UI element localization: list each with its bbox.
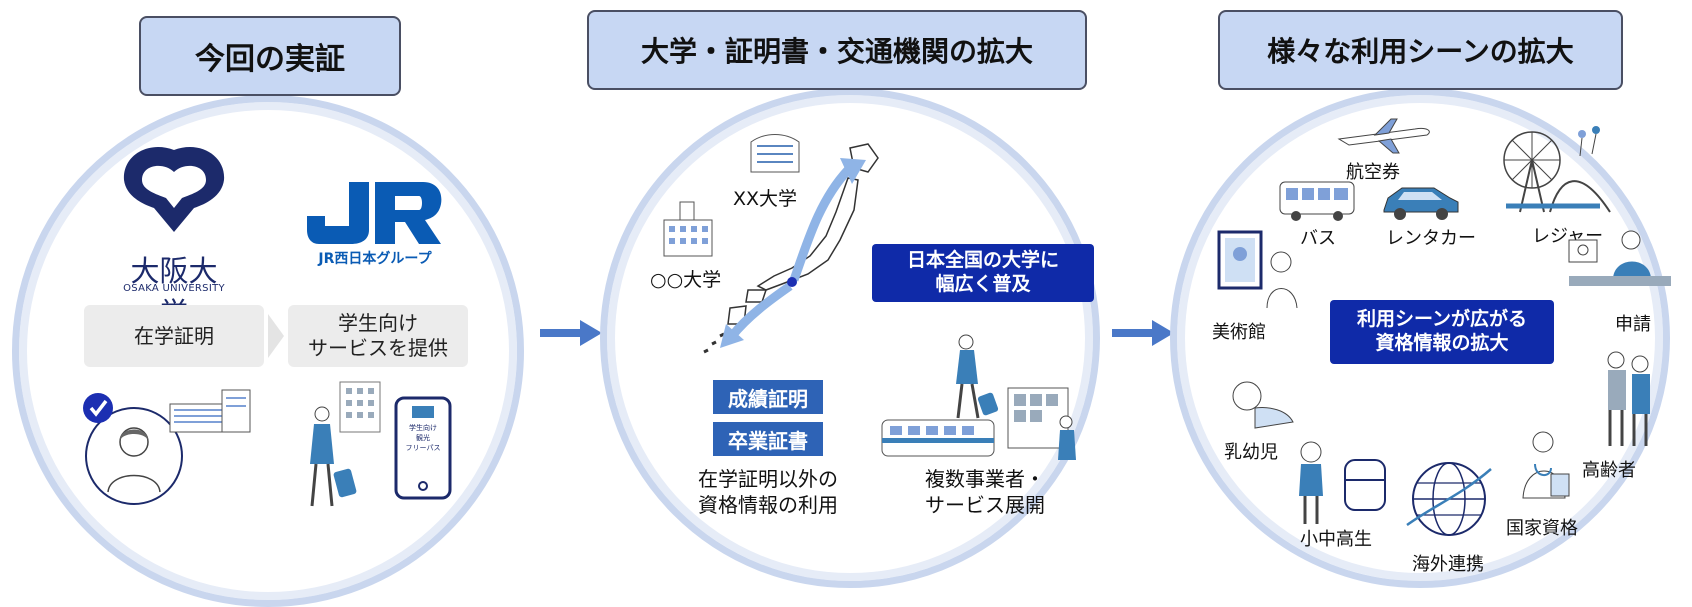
- arrow-right-icon: [540, 320, 602, 346]
- label-elderly: 高齢者: [1582, 460, 1636, 481]
- other-qualification-label: 在学証明以外の 資格情報の利用: [698, 467, 838, 517]
- museum-painting-icon: [1217, 230, 1298, 309]
- graduation-certificate-tag: 卒業証書: [713, 422, 823, 456]
- label-national-qualification: 国家資格: [1506, 518, 1578, 539]
- label-infant: 乳幼児: [1224, 442, 1278, 463]
- usage-expansion-tag: 利用シーンが広がる 資格情報の拡大: [1330, 300, 1554, 364]
- verified-student-icon: [83, 389, 251, 505]
- label-application: 申請: [1615, 314, 1651, 335]
- label-bus: バス: [1300, 228, 1336, 249]
- student-service-box: 学生向け サービスを提供: [288, 305, 468, 367]
- university-name-en: OSAKA UNIVERSITY: [123, 283, 225, 294]
- leisure-ferris-wheel-icon: [1503, 126, 1611, 213]
- rental-car-icon: [1383, 187, 1459, 220]
- section3-title: 様々な利用シーンの拡大: [1218, 10, 1623, 90]
- jr-group-name: JR西日本グループ: [318, 251, 432, 267]
- students-backpack-icon: [1299, 441, 1386, 524]
- multi-operator-label: 複数事業者・ サービス展開: [925, 467, 1045, 517]
- infant-icon: [1232, 381, 1294, 429]
- section1-title: 今回の実証: [139, 16, 401, 96]
- svg-text:観光: 観光: [416, 433, 430, 442]
- globe-icon: [1406, 462, 1492, 536]
- label-museum: 美術館: [1212, 322, 1266, 343]
- label-oo-university: ○○大学: [650, 269, 722, 291]
- grades-certificate-tag: 成績証明: [713, 380, 823, 414]
- label-xx-university: XX大学: [733, 188, 798, 210]
- arrow-right-icon: [1112, 320, 1174, 346]
- enrollment-certificate-box: 在学証明: [84, 305, 264, 367]
- label-overseas: 海外連携: [1412, 554, 1484, 575]
- label-rental-car: レンタカー: [1386, 228, 1476, 249]
- label-airline-ticket: 航空券: [1346, 162, 1400, 183]
- section2-title: 大学・証明書・交通機関の拡大: [587, 10, 1087, 90]
- bus-icon: [1279, 181, 1355, 221]
- svg-text:学生向け: 学生向け: [409, 423, 437, 432]
- traveler-phone-icon: 学生向け 観光 フリーパス: [310, 381, 452, 507]
- chevron-right-icon: [268, 314, 284, 358]
- nationwide-spread-tag: 日本全国の大学に 幅広く普及: [872, 244, 1094, 302]
- label-students: 小中高生: [1300, 529, 1372, 550]
- university-tower-icon: [663, 201, 713, 257]
- jr-logo-icon: [307, 182, 442, 244]
- svg-text:フリーパス: フリーパス: [406, 444, 441, 452]
- train-shop-icon: [881, 334, 1076, 460]
- japan-map-icon: [703, 143, 879, 354]
- application-counter-icon: [1568, 230, 1671, 286]
- doctor-icon: [1522, 431, 1570, 499]
- airplane-icon: [1337, 118, 1430, 154]
- osaka-university-logo-icon: [123, 146, 225, 232]
- university-building-icon: [750, 134, 800, 173]
- elderly-couple-icon: [1607, 351, 1650, 446]
